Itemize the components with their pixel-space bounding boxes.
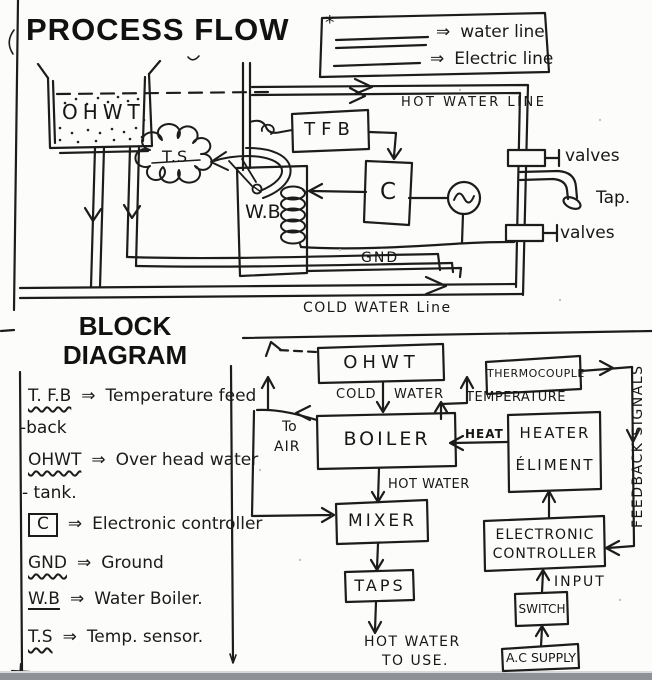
feedback-signals-label: FEEDBACK SIGNALS (630, 364, 646, 528)
air-label: AIR (274, 439, 301, 455)
hot-water-to-use-line1: HOT WATER (364, 634, 461, 650)
abbrev-meaning-cont: - tank. (22, 483, 77, 503)
heating-coil (281, 187, 305, 248)
block-boxes (317, 344, 605, 671)
block-thermocouple-label: THERMOCOUPLE (487, 367, 585, 380)
abbrev-meaning: Water Boiler. (94, 589, 203, 609)
controller-box (309, 161, 412, 225)
heat-label: HEAT (465, 427, 504, 441)
block-boiler-label: BOILER (343, 428, 431, 450)
abbrev-row-tfb: T. F.B ⇒ Temperature feed (28, 386, 256, 406)
double-arrow-icon: ⇒ (91, 450, 106, 470)
ohwt-tank-label: OHWT (62, 100, 145, 124)
ohwt-tank (38, 56, 199, 153)
double-arrow-icon: ⇒ (76, 553, 92, 573)
photo-noise (78, 88, 622, 602)
water-level-dashed-line (57, 92, 268, 94)
block-taps-label: TAPS (354, 576, 406, 595)
double-arrow-icon: ⇒ (81, 386, 96, 406)
legend-water-line: ⇒ water line (436, 22, 545, 42)
tank-water-dots (58, 95, 146, 144)
tap-label: Tap. (596, 188, 631, 208)
abbrev-term: GND (28, 553, 67, 573)
process-flow-title: PROCESS FLOW (26, 12, 290, 47)
valves-top-label: valves (565, 146, 620, 166)
abbrev-term: W.B (28, 589, 60, 609)
cold-water-line-label: COLD WATER Line (303, 300, 452, 316)
photo-bottom-edge (0, 671, 652, 680)
abbrev-row-wb: W.B ⇒ Water Boiler. (28, 589, 203, 609)
block-arrows (252, 342, 639, 646)
legend-star: * (325, 12, 335, 34)
block-ohwt-label: OHWT (343, 352, 420, 373)
block-ac-supply-label: A.C SUPPLY (505, 650, 577, 665)
sensor-to-cloud-arrow (211, 148, 291, 198)
abbrev-meaning: Temperature feed (105, 386, 257, 406)
valve-bottom (506, 225, 557, 241)
block-switch-label: SWITCH (518, 602, 566, 616)
cold-water-line (20, 277, 523, 298)
tank-outlet-pipes (85, 148, 453, 287)
abbrev-term-boxed: C (28, 513, 58, 537)
legend-electric-label: Electric line (454, 49, 554, 69)
boxed-c: C (28, 513, 58, 537)
tap-branch (520, 171, 582, 211)
tfb-label: TFB (304, 119, 356, 140)
water-boiler-label: W.B (245, 201, 281, 223)
cold-label: COLD (336, 387, 377, 402)
abbrev-term: OHWT (28, 450, 82, 470)
block-heater-label-line2: ÉLIMENT (515, 456, 595, 474)
block-controller-label-line2: CONTROLLER (492, 546, 598, 562)
block-controller-label-line1: ELECTRONIC (495, 527, 595, 543)
hot-water-line-label: HOT WATER LINE (401, 95, 547, 110)
abbrev-row-ohwt: OHWT ⇒ Over head water (28, 450, 258, 470)
legend-electric-line: ⇒ Electric line (430, 49, 553, 69)
valves-bottom-label: valves (560, 223, 615, 243)
abbrev-term: T.S (28, 627, 53, 647)
controller-label: C (380, 179, 397, 205)
double-arrow-icon: ⇒ (430, 49, 445, 69)
abbrev-row-c: C ⇒ Electronic controller (28, 513, 262, 537)
abbrev-meaning: Temp. sensor. (86, 627, 204, 647)
to-label: To (282, 419, 297, 435)
double-arrow-icon: ⇒ (436, 22, 451, 42)
abbrev-row-ts: T.S ⇒ Temp. sensor. (28, 627, 203, 647)
gnd-label: GND (361, 250, 400, 266)
gnd-line (301, 242, 514, 248)
block-title-line2: DIAGRAM (62, 340, 188, 371)
hot-water-to-use-line2: TO USE. (382, 653, 449, 669)
double-arrow-icon: ⇒ (62, 627, 77, 647)
block-heater-label-line1: HEATER (519, 424, 591, 442)
abbrev-meaning-cont: -back (20, 418, 67, 438)
ac-source-symbol (409, 182, 480, 243)
legend-box-outline (320, 13, 549, 77)
legend-water-label: water line (460, 22, 545, 42)
valve-top (508, 150, 559, 166)
input-label: INPUT (554, 574, 606, 590)
double-arrow-icon: ⇒ (69, 589, 85, 609)
temp-sensor-label: T.S (162, 147, 189, 166)
abbrev-term: T. F.B (28, 386, 72, 406)
water-label: WATER (394, 387, 445, 402)
abbrev-row-gnd: GND ⇒ Ground (28, 553, 164, 573)
tfb-box (292, 110, 401, 159)
abbrev-meaning: Over head water (115, 450, 259, 470)
block-diagram-title: BLOCK DIAGRAM (40, 311, 210, 371)
block-title-line1: BLOCK (78, 311, 172, 341)
water-boiler-box (229, 159, 461, 277)
hot-water-label: HOT WATER (388, 477, 470, 492)
temperature-label: TEMPERATURE (466, 390, 567, 405)
abbrev-meaning: Ground (101, 553, 164, 573)
double-arrow-icon: ⇒ (67, 514, 83, 534)
abbrev-meaning: Electronic controller (92, 514, 263, 534)
block-mixer-label: MIXER (348, 511, 417, 531)
temp-sensor-cloud (135, 124, 211, 183)
